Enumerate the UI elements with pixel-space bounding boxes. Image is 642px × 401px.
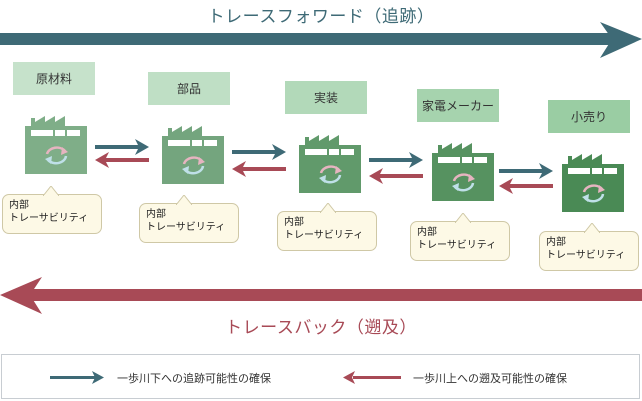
legend-forward-arrow-icon [50,371,104,384]
stage-label-assembly: 実装 [285,81,367,114]
cycle-arrows-icon [452,173,475,192]
factory-roof [305,135,339,147]
cycle-arrows-icon [319,165,342,184]
bubble-line-1: 内部 [284,217,304,228]
factory-icon [432,143,494,201]
backward-step-arrow [369,168,423,184]
cycle-arrows-icon [45,146,68,165]
trace-back-arrow-shaft [25,289,642,301]
backward-step-arrow [232,161,286,177]
trace-forward-arrow-head [600,22,642,58]
arrow-pair-1 [232,144,286,177]
factory-icon [162,126,224,184]
legend-backward-arrow-icon [343,371,401,384]
factory-roof [568,154,602,166]
trace-back-arrow-head [0,277,42,314]
stage-label-text: 原材料 [35,72,72,86]
trace-forward-arrow [0,22,642,58]
legend [1,354,640,399]
forward-step-arrow [232,144,286,160]
backward-step-arrow [95,152,149,168]
factory-windows [438,157,487,163]
forward-step-arrow [369,152,423,168]
factory-windows [568,168,617,174]
trace-back-arrow [0,277,642,314]
legend-forward-text: 一歩川下への追跡可能性の確保 [117,372,271,385]
factory-windows [168,140,217,146]
internal-traceability-bubble: 内部 トレーサビリティ [410,213,510,261]
internal-traceability-bubble: 内部 トレーサビリティ [2,186,102,234]
cycle-arrows-icon [182,156,205,175]
factory-windows [31,130,80,136]
factory-roof [438,143,472,155]
bubble-line-2: トレーサビリティ [284,230,364,241]
factory-icon [25,116,87,174]
forward-step-arrow [499,163,553,179]
internal-traceability-bubble: 内部 トレーサビリティ [139,195,239,243]
stage-label-text: 家電メーカー [421,99,494,113]
factory-roof [31,116,65,128]
legend-backward-text: 一歩川上への遡及可能性の確保 [413,372,567,385]
arrow-pair-2 [369,152,423,184]
stage-label-text: 実装 [313,91,338,105]
arrow-pair-0 [95,139,149,168]
internal-traceability-bubble: 内部 トレーサビリティ [277,203,377,251]
trace-forward-arrow-shaft [0,33,615,45]
bubble-line-2: トレーサビリティ [417,240,497,251]
bubble-line-1: 内部 [9,200,29,211]
trace-back-title: トレースバック（遡及） [225,318,417,338]
trace-forward-title: トレースフォワード（追跡） [207,7,435,27]
backward-step-arrow [499,178,553,194]
factory-icon [299,135,361,193]
stage-label-parts: 部品 [148,72,230,105]
arrow-pair-3 [499,163,553,194]
bubble-line-1: 内部 [546,237,566,248]
cycle-arrows-icon [582,184,605,203]
bubble-line-1: 内部 [417,227,437,238]
internal-traceability-bubble: 内部 トレーサビリティ [539,223,639,271]
factory-roof [168,126,202,138]
stage-label-raw-materials: 原材料 [13,62,95,95]
stage-label-text: 部品 [176,82,201,96]
bubble-line-2: トレーサビリティ [9,213,89,224]
forward-step-arrow [95,139,149,155]
stage-label-text: 小売り [570,110,607,124]
stage-label-manufacturer: 家電メーカー [417,89,499,122]
stage-label-retail: 小売り [548,100,630,133]
bubble-line-2: トレーサビリティ [146,222,226,233]
bubble-line-2: トレーサビリティ [546,250,626,261]
factory-windows [305,149,354,155]
bubble-line-1: 内部 [146,209,166,220]
factory-icon [562,154,624,212]
